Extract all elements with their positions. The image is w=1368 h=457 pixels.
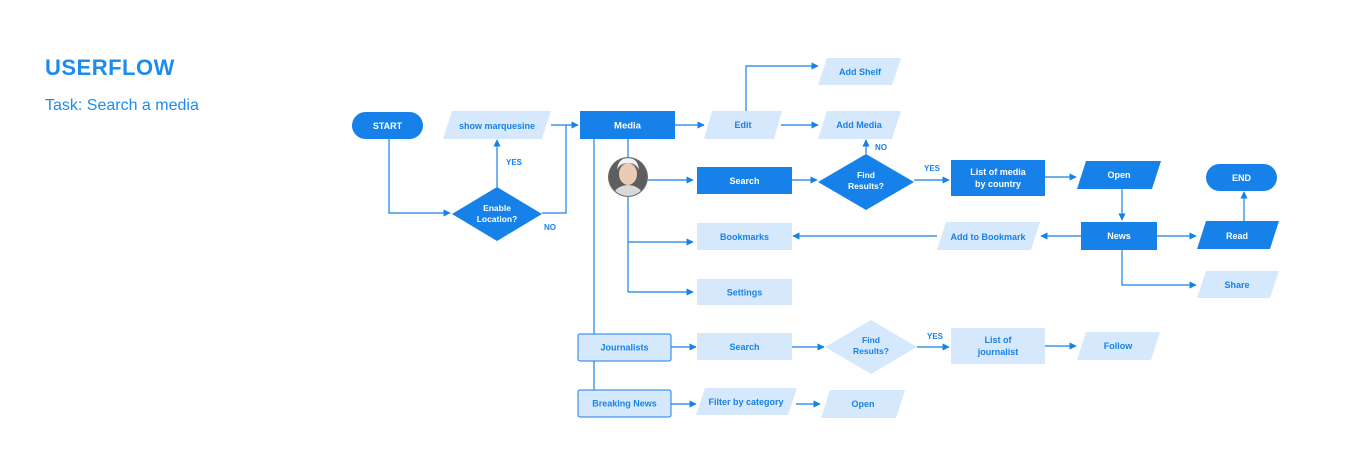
- node-list-journalist-line2: journalist: [977, 347, 1019, 357]
- node-read[interactable]: Read: [1197, 221, 1279, 249]
- node-open-2[interactable]: Open: [821, 390, 905, 418]
- node-share-label: Share: [1224, 280, 1249, 290]
- node-add-shelf[interactable]: Add Shelf: [818, 58, 901, 85]
- node-open-2-label: Open: [851, 399, 874, 409]
- node-add-shelf-label: Add Shelf: [839, 67, 882, 77]
- node-show-marquesine[interactable]: show marquesine: [443, 111, 551, 139]
- node-settings[interactable]: Settings: [697, 279, 792, 305]
- node-enable-location-line2: Location?: [477, 214, 518, 224]
- node-journalists[interactable]: Journalists: [577, 333, 672, 362]
- label-results1-no: NO: [875, 143, 887, 152]
- node-edit-label: Edit: [735, 120, 752, 130]
- node-add-to-bookmark[interactable]: Add to Bookmark: [937, 222, 1040, 250]
- node-journalists-label: Journalists: [600, 343, 648, 353]
- node-find-results-2-line1: Find: [862, 335, 880, 345]
- node-bookmarks[interactable]: Bookmarks: [697, 223, 792, 250]
- node-read-label: Read: [1226, 231, 1248, 241]
- node-filter-by-category[interactable]: Filter by category: [696, 388, 797, 415]
- node-edit[interactable]: Edit: [704, 111, 782, 139]
- node-news-label: News: [1107, 231, 1131, 241]
- avatar: [608, 157, 648, 197]
- node-media[interactable]: Media: [580, 111, 675, 139]
- node-follow[interactable]: Follow: [1077, 332, 1160, 360]
- node-list-media-country-line1: List of media: [970, 167, 1027, 177]
- page-title: USERFLOW: [45, 55, 175, 80]
- node-start[interactable]: START: [352, 112, 423, 139]
- edge-edit-to-shelf: [745, 62, 819, 111]
- node-find-results-1[interactable]: Find Results?: [818, 154, 914, 210]
- node-list-media-country-line2: by country: [975, 179, 1021, 189]
- node-list-media-country[interactable]: List of media by country: [951, 160, 1045, 196]
- edge-labels: YES NO YES NO YES: [506, 143, 944, 341]
- edge-news-to-share: [1121, 250, 1197, 289]
- node-add-to-bookmark-label: Add to Bookmark: [950, 232, 1026, 242]
- page-subtitle: Task: Search a media: [45, 97, 199, 114]
- node-end-label: END: [1232, 173, 1252, 183]
- node-settings-label: Settings: [727, 288, 763, 298]
- node-open-1-label: Open: [1107, 170, 1130, 180]
- label-results1-yes: YES: [924, 164, 941, 173]
- node-filter-by-category-label: Filter by category: [708, 397, 783, 407]
- node-add-media[interactable]: Add Media: [818, 111, 901, 139]
- node-search-journalists[interactable]: Search: [697, 333, 792, 360]
- label-location-no: NO: [544, 223, 556, 232]
- node-find-results-1-line2: Results?: [848, 181, 884, 191]
- node-find-results-2-line2: Results?: [853, 346, 889, 356]
- node-search-media-label: Search: [729, 176, 759, 186]
- node-breaking-news-label: Breaking News: [592, 399, 657, 409]
- label-location-yes: YES: [506, 158, 523, 167]
- node-bookmarks-label: Bookmarks: [720, 232, 769, 242]
- edge-start-to-location: [388, 139, 451, 217]
- node-add-media-label: Add Media: [836, 120, 882, 130]
- node-list-journalist[interactable]: List of journalist: [951, 328, 1045, 364]
- node-enable-location-line1: Enable: [483, 203, 511, 213]
- node-enable-location[interactable]: Enable Location?: [452, 187, 542, 241]
- node-find-results-2[interactable]: Find Results?: [825, 320, 917, 374]
- node-start-label: START: [373, 121, 403, 131]
- node-end[interactable]: END: [1206, 164, 1277, 191]
- node-breaking-news[interactable]: Breaking News: [577, 389, 672, 418]
- node-search-media[interactable]: Search: [697, 167, 792, 194]
- node-news[interactable]: News: [1081, 222, 1157, 250]
- node-follow-label: Follow: [1104, 341, 1133, 351]
- node-open-1[interactable]: Open: [1077, 161, 1161, 189]
- node-show-marquesine-label: show marquesine: [459, 121, 535, 131]
- label-results2-yes: YES: [927, 332, 944, 341]
- node-find-results-1-line1: Find: [857, 170, 875, 180]
- edge-location-no: [542, 125, 567, 214]
- node-media-label: Media: [614, 121, 642, 132]
- node-search-journalists-label: Search: [729, 342, 759, 352]
- node-share[interactable]: Share: [1197, 271, 1279, 298]
- node-list-journalist-line1: List of: [985, 335, 1013, 345]
